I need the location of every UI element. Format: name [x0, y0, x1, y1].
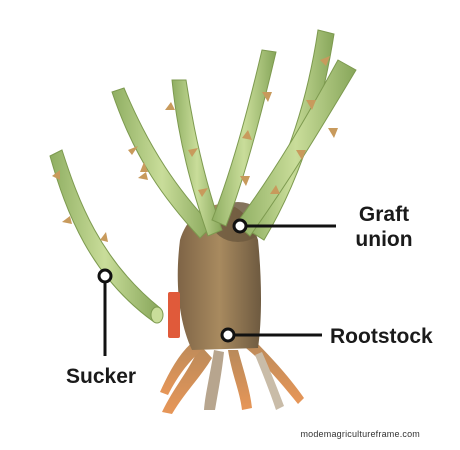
graft-union-label-line2: union	[355, 228, 413, 251]
sucker-dot	[97, 268, 113, 284]
graft-union-label-line1: Graft	[358, 203, 410, 226]
sucker-label: Sucker	[66, 365, 137, 388]
sucker-cut-end	[150, 306, 164, 324]
graft-union-label: Graft union	[344, 202, 424, 252]
graft-union-dot	[232, 218, 248, 234]
roots	[160, 340, 304, 414]
watermark: modemagricultureframe.com	[300, 429, 420, 439]
cut-mark	[168, 292, 180, 338]
thorns	[52, 56, 338, 242]
leaders	[97, 218, 336, 356]
rootstock-label: Rootstock	[330, 325, 433, 348]
rootstock-dot	[220, 327, 236, 343]
